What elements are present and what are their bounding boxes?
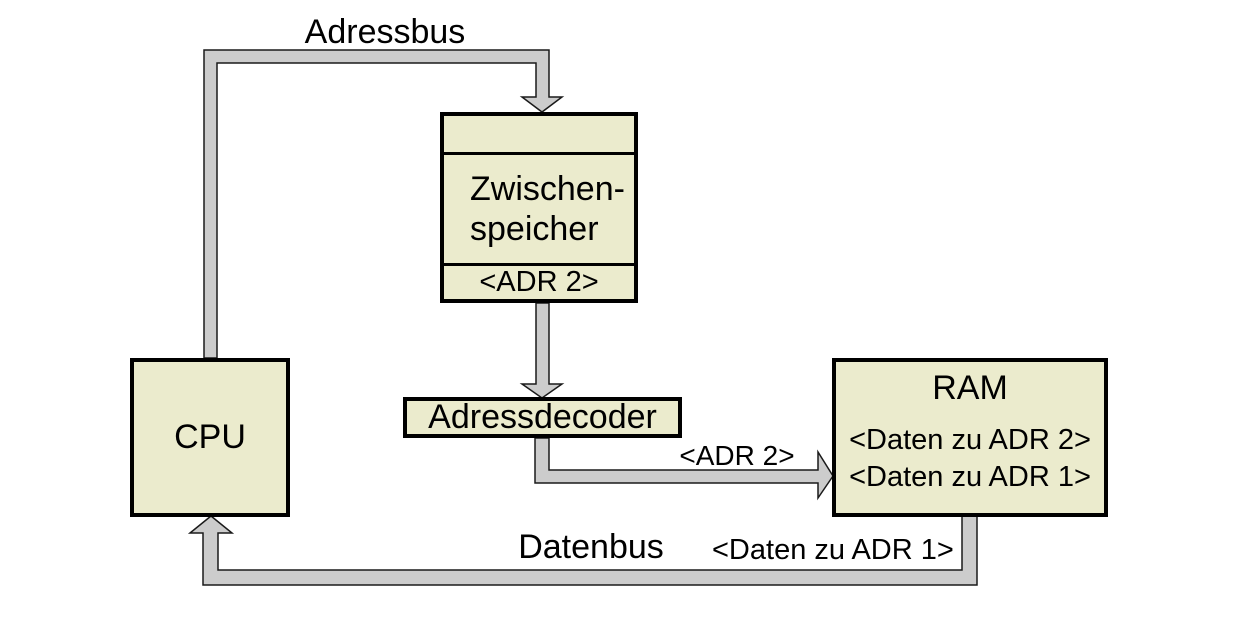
node-adressdecoder: Adressdecoder (403, 397, 682, 438)
data-bus-payload-label: <Daten zu ADR 1> (712, 534, 954, 566)
decoded-address-label: <ADR 2> (679, 440, 795, 471)
cpu-label: CPU (174, 418, 246, 456)
address-bus-arrow (203, 49, 565, 359)
node-ram: RAM <Daten zu ADR 2> <Daten zu ADR 1> (832, 358, 1108, 517)
adressdecoder-label: Adressdecoder (428, 398, 657, 436)
buffer-name-line1: Zwischen- (470, 170, 625, 208)
buffer-name: Zwischen- speicher (444, 152, 634, 266)
buffer-to-decoder-arrow (519, 302, 565, 399)
ram-label: RAM (932, 369, 1008, 407)
buffer-empty-slot (444, 116, 634, 152)
decoded-address-arrow (534, 437, 834, 501)
ram-data-row: <Daten zu ADR 2> (849, 424, 1091, 456)
buffer-address-slot: <ADR 2> (444, 266, 634, 299)
buffer-address-value: <ADR 2> (479, 266, 599, 298)
ram-data-row: <Daten zu ADR 1> (849, 461, 1091, 493)
node-zwischenspeicher: Zwischen- speicher <ADR 2> (440, 112, 638, 303)
buffer-name-line2: speicher (470, 210, 599, 248)
data-bus-arrow (187, 514, 978, 586)
data-bus-label: Datenbus (518, 528, 664, 566)
node-cpu: CPU (130, 358, 290, 517)
address-bus-label: Adressbus (304, 13, 466, 51)
